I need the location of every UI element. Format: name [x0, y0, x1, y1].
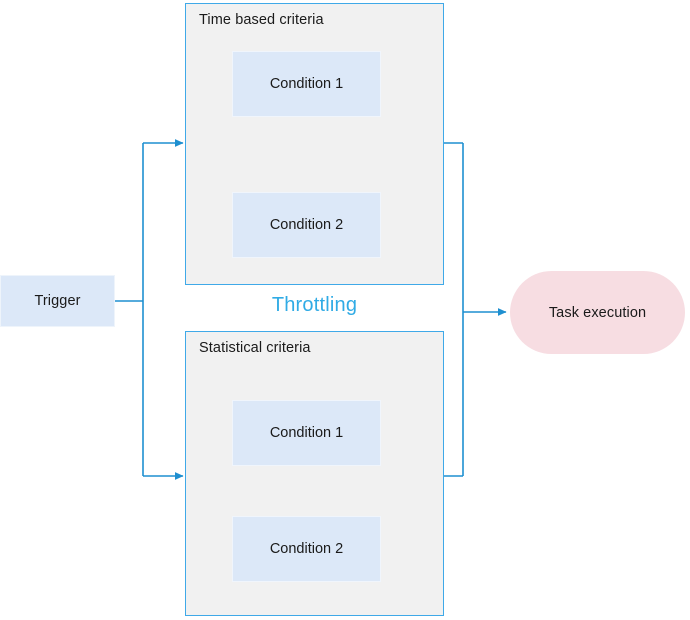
condition-label: Condition 2	[269, 217, 344, 233]
condition-box-statistical-2[interactable]: Condition 2	[232, 516, 381, 582]
condition-box-statistical-1[interactable]: Condition 1	[232, 400, 381, 466]
condition-label: Condition 1	[269, 76, 344, 92]
task-execution-node[interactable]: Task execution	[510, 271, 685, 354]
condition-box-time-1[interactable]: Condition 1	[232, 51, 381, 117]
throttling-title: Throttling	[271, 294, 358, 316]
condition-label: Condition 1	[269, 425, 344, 441]
group-statistical-criteria[interactable]: Statistical criteria Condition 1 Conditi…	[185, 331, 444, 616]
group-time-based-title: Time based criteria	[199, 12, 324, 28]
condition-box-time-2[interactable]: Condition 2	[232, 192, 381, 258]
group-time-based-criteria[interactable]: Time based criteria Condition 1 Conditio…	[185, 3, 444, 285]
task-execution-label: Task execution	[548, 304, 647, 321]
group-statistical-title: Statistical criteria	[199, 340, 311, 356]
condition-label: Condition 2	[269, 541, 344, 557]
trigger-label: Trigger	[34, 293, 81, 309]
trigger-node[interactable]: Trigger	[0, 275, 115, 327]
